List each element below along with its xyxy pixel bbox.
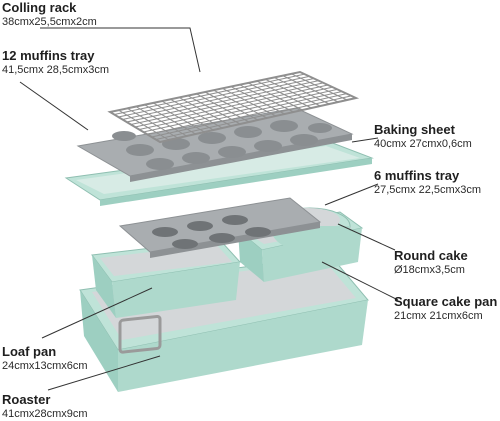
round-cake-dims: Ø18cmx3,5cm [394, 264, 465, 276]
six-muffins-tray-illustration [118, 197, 322, 258]
loaf-pan-name: Loaf pan [2, 344, 57, 359]
baking-sheet-name: Baking sheet [374, 122, 455, 137]
loaf-pan-label: Loaf pan 24cmx13cmx6cm [2, 344, 88, 373]
muffins-12-dims: 41,5cmx 28,5cmx3cm [2, 64, 109, 76]
baking-sheet-dims: 40cmx 27cmx0,6cm [374, 138, 472, 150]
loaf-pan-dims: 24cmx13cmx6cm [2, 360, 88, 372]
roaster-dims: 41cmx28cmx9cm [2, 408, 88, 420]
muffins-6-dims: 27,5cmx 22,5cmx3cm [374, 184, 481, 196]
muffins-6-name: 6 muffins tray [374, 168, 460, 183]
roaster-name: Roaster [2, 392, 51, 407]
roaster-label: Roaster 41cmx28cmx9cm [2, 392, 88, 421]
square-cake-name: Square cake pan [394, 294, 498, 309]
square-cake-label: Square cake pan 21cmx 21cmx6cm [394, 294, 497, 323]
twelve-muffins-tray-illustration [76, 107, 354, 182]
leader-lines [19, 27, 399, 391]
colling-rack-label: Colling rack 38cmx25,5cmx2cm [2, 0, 97, 29]
muffins-12-label: 12 muffins tray 41,5cmx 28,5cmx3cm [2, 48, 109, 77]
baking-sheet-illustration [64, 141, 374, 206]
muffins-6-label: 6 muffins tray 27,5cmx 22,5cmx3cm [374, 168, 481, 197]
square-cake-dims: 21cmx 21cmx6cm [394, 310, 483, 322]
round-cake-label: Round cake Ø18cmx3,5cm [394, 248, 468, 277]
round-cake-name: Round cake [394, 248, 468, 263]
muffins-12-name: 12 muffins tray [2, 48, 95, 63]
cooling-rack-illustration [107, 70, 360, 144]
colling-rack-dims: 38cmx25,5cmx2cm [2, 16, 97, 28]
colling-rack-name: Colling rack [2, 0, 77, 15]
baking-sheet-label: Baking sheet 40cmx 27cmx0,6cm [374, 122, 472, 151]
